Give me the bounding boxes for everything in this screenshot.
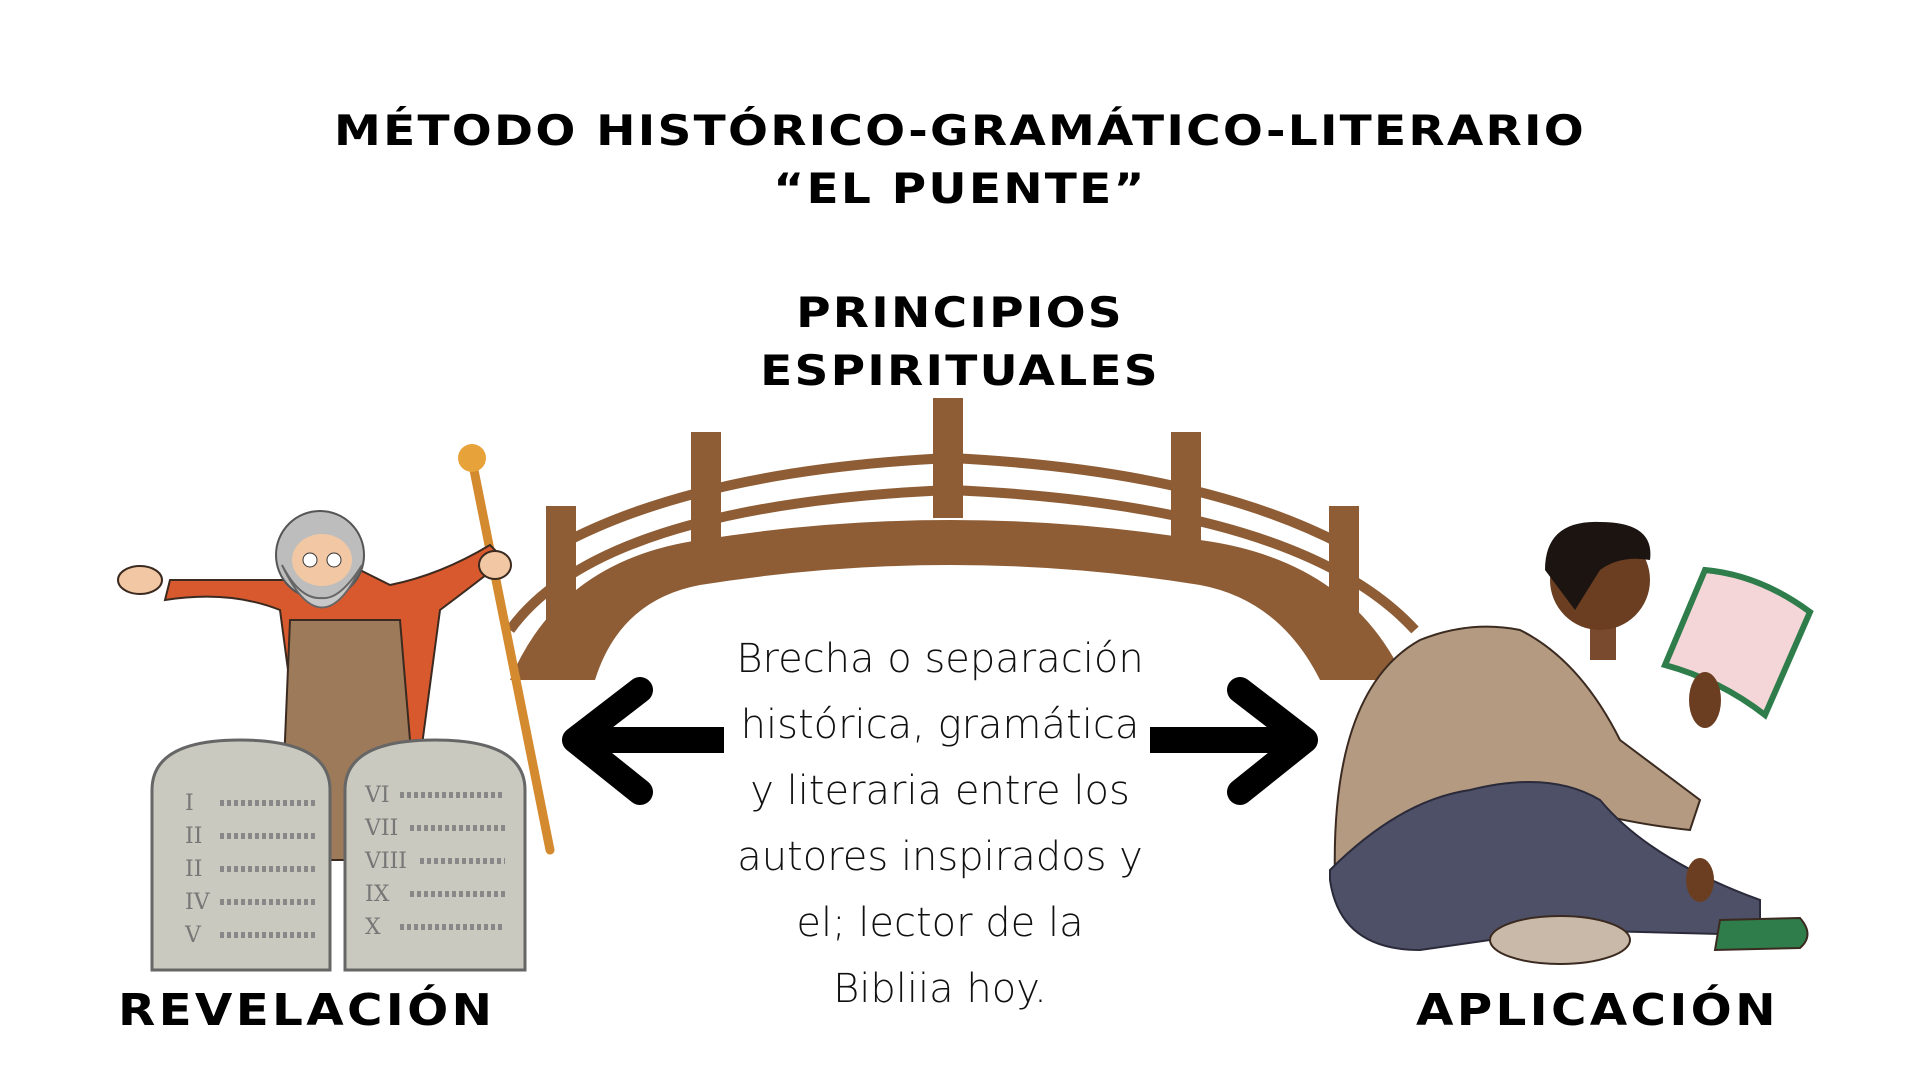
tablet-left	[150, 738, 332, 972]
tablet-numeral: I	[185, 791, 194, 816]
left-arrow-icon	[562, 677, 724, 805]
application-label: APLICACIÓN	[1416, 985, 1779, 1036]
right-arrow-icon	[1150, 677, 1318, 805]
gap-text-line: y literaria entre los	[750, 768, 1130, 814]
gap-text-line: autores inspirados y	[737, 834, 1143, 880]
tablet-numeral: II	[185, 824, 202, 849]
gap-text-line: el; lector de la	[796, 900, 1084, 946]
bridge-post	[933, 398, 963, 518]
bridge-deck	[510, 520, 1405, 680]
bridge-post	[691, 432, 721, 552]
tablet-numeral: VII	[364, 816, 398, 841]
title-line-2: “EL PUENTE”	[773, 164, 1147, 213]
tablet-numeral: IV	[185, 890, 211, 915]
tablet-numeral: VI	[364, 783, 390, 808]
gap-text-line: histórica, gramática	[740, 702, 1140, 748]
book-icon	[1660, 566, 1814, 720]
title-line-1: MÉTODO HISTÓRICO-GRAMÁTICO-LITERARIO	[334, 106, 1586, 155]
gap-description: Brecha o separación histórica, gramática…	[690, 626, 1190, 1022]
bridge-label-line-1: PRINCIPIOS	[796, 288, 1124, 337]
tablet-numeral: X	[365, 915, 381, 940]
staff	[465, 445, 555, 855]
shoe	[1489, 915, 1631, 965]
bridge-post	[1171, 432, 1201, 552]
revelation-label: REVELACIÓN	[118, 985, 496, 1036]
tablet-numeral: II	[185, 857, 202, 882]
tablet-numeral: VIII	[364, 849, 407, 874]
gap-text-line: Bibliia hoy.	[833, 966, 1047, 1012]
shoe	[1713, 916, 1809, 952]
gap-text-line: Brecha o separación	[736, 636, 1144, 682]
moses-illustration: I II II IV V VI VII VIII IX X	[117, 444, 555, 972]
tablet-numeral: IX	[365, 882, 390, 907]
reader-illustration	[1329, 521, 1814, 965]
bridge-illustration	[505, 398, 1419, 680]
bridge-post	[1329, 506, 1359, 626]
bridge-label-line-2: ESPIRITUALES	[760, 346, 1160, 395]
bridge-post	[546, 506, 576, 626]
tablet-numeral: V	[184, 923, 202, 948]
